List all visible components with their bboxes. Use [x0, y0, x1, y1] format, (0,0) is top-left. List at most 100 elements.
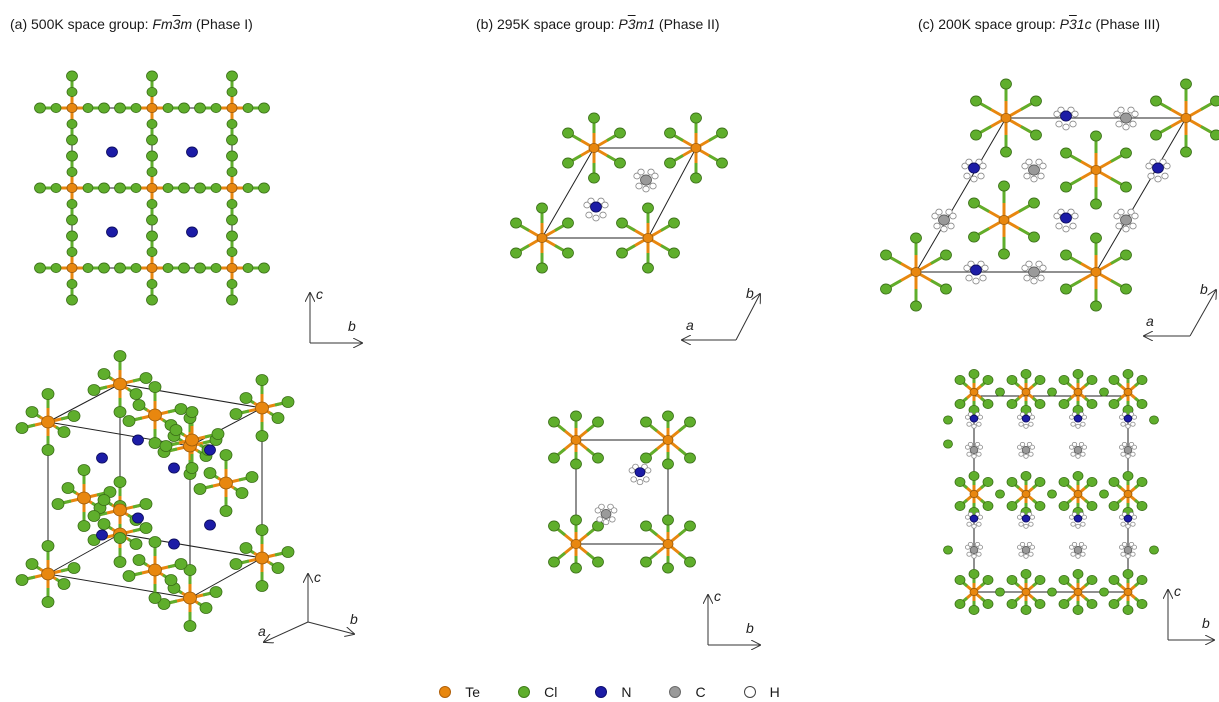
- legend: Te Cl N C H: [0, 683, 1219, 701]
- cl-atom: [968, 605, 980, 616]
- cl-atom: [1090, 130, 1102, 142]
- cl-atom: [210, 182, 222, 193]
- cl-atom: [129, 388, 143, 400]
- axis-label-a: a: [1146, 313, 1154, 329]
- cl-atom: [194, 262, 206, 274]
- cl-atom: [982, 374, 994, 385]
- h-atom: [1131, 444, 1137, 450]
- h-atom: [947, 222, 955, 230]
- cl-atom: [226, 119, 238, 130]
- h-atom: [1161, 172, 1169, 180]
- cl-atom: [910, 300, 922, 312]
- cl-atom: [66, 230, 78, 242]
- cl-atom: [41, 388, 55, 400]
- cl-atom: [114, 262, 126, 274]
- cl-atom: [146, 119, 158, 130]
- cl-atom: [642, 262, 654, 274]
- te-atom: [226, 262, 238, 273]
- cl-atom: [1006, 398, 1018, 409]
- axis-arrow-b: [307, 621, 354, 634]
- h-atom: [1115, 120, 1123, 128]
- cl-atom: [1086, 575, 1098, 586]
- h-atom: [1147, 172, 1155, 180]
- cl-atom: [1108, 575, 1120, 586]
- cl-atom: [66, 198, 78, 209]
- cl-atom: [130, 103, 142, 114]
- h-atom: [972, 277, 980, 285]
- cl-atom: [1120, 249, 1132, 261]
- cl-atom: [592, 556, 604, 568]
- cl-atom: [588, 112, 600, 124]
- cl-atom: [34, 182, 46, 194]
- te-atom: [41, 415, 55, 429]
- h-atom: [1129, 222, 1137, 230]
- cl-atom: [146, 214, 158, 226]
- h-atom: [935, 208, 943, 216]
- cl-atom: [954, 500, 966, 511]
- h-atom: [966, 551, 972, 557]
- h-atom: [1069, 120, 1077, 128]
- cl-atom: [1136, 500, 1148, 511]
- cl-atom: [281, 396, 295, 408]
- n-atom: [186, 146, 198, 158]
- cl-atom: [880, 283, 892, 295]
- h-atom: [1070, 451, 1076, 457]
- cl-atom: [146, 278, 158, 289]
- cl-atom: [684, 520, 696, 532]
- n-atom: [1073, 514, 1083, 523]
- cl-atom: [98, 102, 110, 114]
- h-atom: [1018, 421, 1024, 427]
- cl-atom: [548, 556, 560, 568]
- h-atom: [1120, 551, 1126, 557]
- te-atom: [1073, 387, 1083, 397]
- axis-label-b: b: [746, 285, 754, 301]
- axis-label-b: b: [1202, 615, 1210, 631]
- cl-atom: [97, 518, 111, 530]
- h-atom: [965, 158, 973, 166]
- cl-atom: [1030, 95, 1042, 107]
- n-atom: [969, 414, 979, 423]
- h-atom: [1037, 274, 1045, 282]
- cl-atom: [1034, 476, 1046, 487]
- h-atom: [643, 476, 650, 483]
- cl-atom: [668, 217, 680, 229]
- te-atom: [1090, 266, 1102, 277]
- axis-arrow-b: [1189, 290, 1216, 337]
- cl-atom: [982, 500, 994, 511]
- cl-atom: [226, 246, 238, 257]
- cl-atom: [122, 570, 136, 582]
- cl-atom: [570, 458, 582, 470]
- cl-atom: [77, 464, 91, 476]
- unit-cell-edge: [575, 439, 669, 545]
- cl-atom: [954, 599, 966, 610]
- cl-atom: [178, 102, 190, 114]
- cl-atom: [614, 157, 626, 169]
- cl-atom: [562, 217, 574, 229]
- axis-arrow-b: [735, 294, 760, 341]
- h-atom: [933, 222, 941, 230]
- cl-atom: [1006, 476, 1018, 487]
- panel-a-title: (a) 500K space group: Fm3m (Phase I): [10, 16, 253, 32]
- cl-atom: [242, 103, 254, 114]
- h-atom: [601, 201, 609, 209]
- cl-atom: [1136, 398, 1148, 409]
- legend-item-cl: Cl: [518, 683, 557, 701]
- cl-atom: [1099, 489, 1109, 499]
- te-atom: [690, 142, 702, 153]
- cl-atom: [640, 452, 652, 464]
- cl-atom: [1090, 198, 1102, 210]
- h-atom: [966, 451, 972, 457]
- h-atom: [1019, 541, 1026, 547]
- cl-atom: [178, 182, 190, 194]
- cl-atom: [968, 569, 980, 580]
- n-atom: [968, 162, 980, 174]
- cl-atom: [66, 246, 78, 257]
- h-atom: [1071, 110, 1079, 118]
- cl-atom: [1086, 500, 1098, 511]
- h-atom: [1121, 541, 1128, 547]
- legend-item-h: H: [743, 683, 780, 701]
- cl-atom: [1006, 575, 1018, 586]
- cl-atom: [148, 536, 162, 548]
- axis-arrow-a: [264, 621, 309, 642]
- cl-atom: [146, 294, 158, 306]
